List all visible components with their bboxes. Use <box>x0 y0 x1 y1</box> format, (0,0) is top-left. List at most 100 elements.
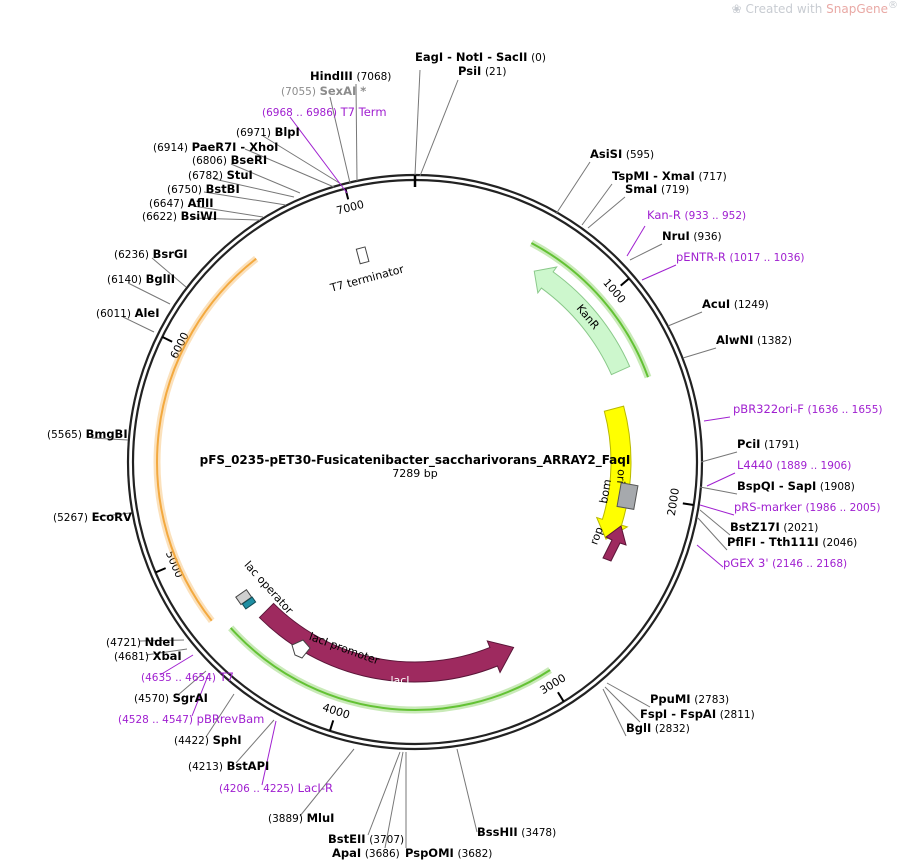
site-l4440-name: L4440 <box>737 458 773 472</box>
site-leader-line <box>151 257 187 288</box>
site-eagi-noti-sacii-name: EagI - NotI - SacII <box>415 50 527 64</box>
site-blpi-position: (6971) <box>236 127 271 139</box>
site-asisi-label: AsiSI (595) <box>590 147 654 161</box>
site-laci-r-label: (4206 .. 4225) LacI-R <box>219 781 333 795</box>
site-leader-line <box>696 544 724 568</box>
site-fspi-fspai-label: FspI - FspAI (2811) <box>640 707 755 721</box>
site-leader-line <box>703 416 731 422</box>
site-bsiwi-position: (6622) <box>142 211 177 223</box>
site-aflii-name: AflII <box>188 196 214 210</box>
site-alei-position: (6011) <box>96 308 131 320</box>
feature-label-bom: bom <box>597 478 614 504</box>
site-leader-line <box>699 486 738 495</box>
site-blpi-name: BlpI <box>275 125 300 139</box>
site-bgli-name: BglI <box>626 721 651 735</box>
site-leader-line <box>191 672 210 717</box>
laci-highlight-line <box>229 627 551 712</box>
site-bstbi-name: BstBI <box>206 182 240 196</box>
site-leaders <box>91 69 738 849</box>
site-bstz17i-position: (2021) <box>783 522 818 534</box>
site-leader-line <box>682 347 717 359</box>
site-apai-position: (3686) <box>365 848 400 860</box>
ruler-tick-label: 2000 <box>665 487 682 517</box>
site-pspomi-position: (3682) <box>457 848 492 860</box>
site-bgli-position: (2832) <box>655 723 690 735</box>
site-t7-term-name: T7 Term <box>340 105 387 119</box>
site-sexai-label: (7055) SexAI * <box>281 84 366 98</box>
site-kan-r-name: Kan-R <box>647 208 681 222</box>
site-leader-line <box>384 751 404 849</box>
site-ecorv-position: (5267) <box>53 512 88 524</box>
site-leader-line <box>699 504 735 516</box>
site-sexai-position: (7055) <box>281 86 316 98</box>
site-bgli-label: BglI (2832) <box>626 721 690 735</box>
watermark-brand: SnapGene <box>826 2 888 16</box>
site-bsshii-name: BssHII <box>477 825 518 839</box>
site-asisi-position: (595) <box>626 149 654 161</box>
plasmid-center-title: pFS_0235-pET30-Fusicatenibacter_sacchari… <box>200 453 631 480</box>
site-bsteii-label: BstEII (3707) <box>328 832 404 846</box>
site-ndei-label: (4721) NdeI <box>106 635 175 649</box>
site-sgrai-position: (4570) <box>134 693 169 705</box>
plasmid-name: pFS_0235-pET30-Fusicatenibacter_sacchari… <box>200 453 631 468</box>
site-hindiii-position: (7068) <box>356 71 391 83</box>
site-leader-line <box>581 183 613 226</box>
snapgene-logo-icon: ❀ <box>731 2 742 16</box>
site-prs-marker-label: pRS-marker (1986 .. 2005) <box>734 500 880 514</box>
site-leader-line <box>456 748 478 833</box>
site-leader-line <box>587 196 626 229</box>
site-leader-line <box>602 688 627 737</box>
site-ecorv-label: (5267) EcoRV <box>53 510 132 524</box>
ruler-tick-label: 7000 <box>335 198 365 218</box>
site-aflii-label: (6647) AflII <box>149 196 214 210</box>
site-paer7i-xhoi-name: PaeR7I - XhoI <box>192 140 279 154</box>
site-bsshii-label: BssHII (3478) <box>477 825 556 839</box>
site-asisi-name: AsiSI <box>590 147 622 161</box>
site-pentr-r-label: pENTR-R (1017 .. 1036) <box>676 250 805 264</box>
site-psii-name: PsiI <box>458 64 481 78</box>
feature-label-ori: ori <box>614 469 628 484</box>
site-ndei-position: (4721) <box>106 637 141 649</box>
site-leader-line <box>230 163 301 194</box>
site-blpi-label: (6971) BlpI <box>236 125 300 139</box>
site-nrui-name: NruI <box>662 229 690 243</box>
site-bsrgi-label: (6236) BsrGI <box>114 247 188 261</box>
site-leader-line <box>700 451 738 463</box>
site-pbr322ori-f-position: (1636 .. 1655) <box>808 404 883 416</box>
site-ppumi-position: (2783) <box>694 694 729 706</box>
feature-label-t7-terminator: T7 terminator <box>328 262 406 295</box>
site-ecorv-name: EcoRV <box>92 510 132 524</box>
site-leader-line <box>159 654 194 676</box>
site-leader-line <box>190 217 261 221</box>
site-leader-line <box>667 311 703 327</box>
site-leader-line <box>706 472 736 487</box>
site-leader-line <box>626 225 646 257</box>
site-bseri-position: (6806) <box>192 155 227 167</box>
site-leader-line <box>555 161 591 215</box>
site-pflfi-tth111i-position: (2046) <box>822 537 857 549</box>
site-bsiwi-name: BsiWI <box>181 209 218 223</box>
site-pcii-label: PciI (1791) <box>737 437 799 451</box>
site-laci-r-name: LacI-R <box>298 781 333 795</box>
site-leader-line <box>213 178 295 198</box>
site-pbr322ori-f-name: pBR322ori-F <box>733 402 804 416</box>
site-kan-r-position: (933 .. 952) <box>684 210 746 222</box>
site-mlui-label: (3889) MluI <box>268 811 334 825</box>
site-leader-line <box>289 116 348 194</box>
site-pgex-3-position: (2146 .. 2168) <box>772 558 847 570</box>
site-leader-line <box>414 69 421 176</box>
site-nrui-label: NruI (936) <box>662 229 722 243</box>
site-leader-line <box>604 686 641 723</box>
site-pspomi-name: PspOMI <box>405 846 454 860</box>
site-leader-line <box>205 693 235 738</box>
site-stui-label: (6782) StuI <box>188 168 253 182</box>
site-stui-name: StuI <box>227 168 253 182</box>
site-l4440-label: L4440 (1889 .. 1906) <box>737 458 851 472</box>
ruler-tick <box>155 567 167 574</box>
ruler-tick <box>161 335 173 343</box>
site-laci-r-position: (4206 .. 4225) <box>219 783 294 795</box>
site-fspi-fspai-position: (2811) <box>720 709 755 721</box>
ruler-tick <box>557 691 565 703</box>
site-kan-r-label: Kan-R (933 .. 952) <box>647 208 746 222</box>
site-bsteii-position: (3707) <box>369 834 404 846</box>
